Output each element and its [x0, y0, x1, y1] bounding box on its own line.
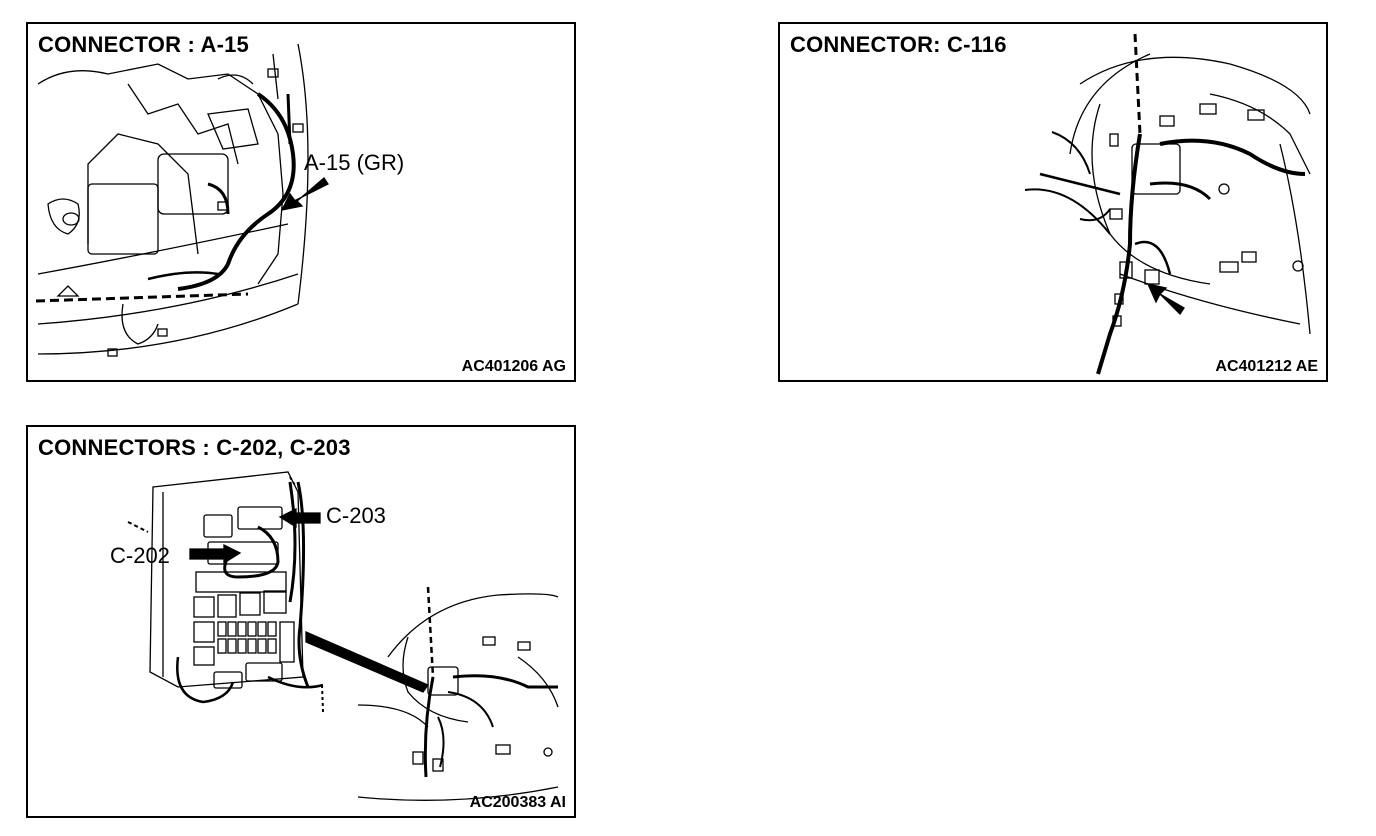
- figure-code: AC200383 AI: [469, 794, 566, 811]
- panel-title: CONNECTOR: C-116: [790, 32, 1007, 57]
- connector-callout-a15: A-15 (GR): [304, 150, 405, 175]
- engine-bay-illustration: [35, 43, 329, 357]
- dashboard-harness-illustration: [1024, 33, 1311, 375]
- figure-code: AC401206 AG: [461, 358, 566, 375]
- junction-block-illustration: [127, 471, 559, 801]
- diagram-panel-c202-c203: CONNECTORS : C-202, C-203 C-203 C-202 AC…: [26, 425, 576, 818]
- diagram-panel-c116: CONNECTOR: C-116 AC401212 AE: [778, 22, 1328, 382]
- diagram-panel-a15: CONNECTOR : A-15 A-15 (GR) AC401206 AG: [26, 22, 576, 382]
- connector-callout-c202: C-202: [110, 543, 170, 568]
- connector-callout-c203: C-203: [326, 503, 386, 528]
- panel-title: CONNECTOR : A-15: [38, 32, 249, 57]
- panel-title: CONNECTORS : C-202, C-203: [38, 435, 351, 460]
- figure-code: AC401212 AE: [1215, 358, 1318, 375]
